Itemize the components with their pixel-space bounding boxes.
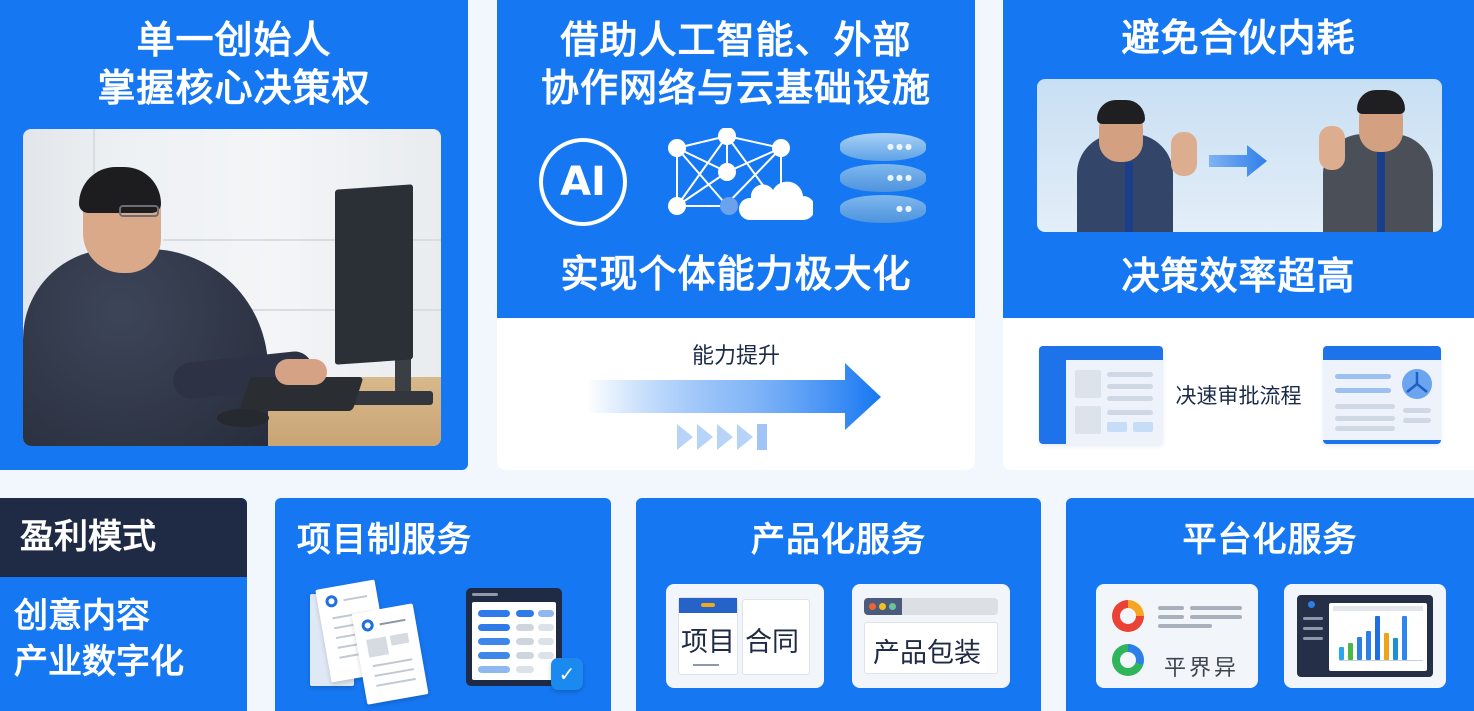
founder-title: 单一创始人 掌握核心决策权	[97, 18, 371, 110]
product-service-title: 产品化服务	[751, 520, 926, 560]
table-window-icon	[466, 588, 562, 686]
mini-bar	[1375, 616, 1380, 660]
arrow-right-icon	[1209, 145, 1267, 177]
profit-model-header: 盈利模式	[20, 517, 156, 557]
network-cloud-icon	[668, 128, 813, 220]
businessmen-photo	[1037, 79, 1442, 232]
mini-bar	[1339, 646, 1344, 660]
checkmark-icon: ✓	[551, 658, 583, 690]
ai-infra-panel: 借助人工智能、外部 协作网络与云基础设施 AI ●●● ●●● ●● 实现个体能…	[497, 0, 975, 470]
platform-service-panel: 平台化服务 平界异	[1066, 498, 1474, 711]
boost-label: 能力提升	[691, 344, 780, 369]
mini-bar	[1393, 638, 1398, 660]
progress-chevrons-icon	[677, 424, 767, 450]
platform-service-title: 平台化服务	[1182, 520, 1358, 560]
mouse-icon	[217, 409, 269, 427]
founder-photo	[23, 129, 441, 446]
donut-chart-icon	[1112, 600, 1144, 632]
mini-bar	[1402, 616, 1407, 660]
platform-dashboard-card	[1284, 584, 1446, 688]
pie-chart-icon	[1402, 369, 1432, 399]
project-contract-card: 项目 合同	[666, 584, 824, 688]
partners-panel: 避免合伙内耗 决策效率超高 决速审批流	[1003, 0, 1474, 470]
donut-chart-icon	[1112, 644, 1144, 676]
approval-window-left-icon	[1039, 346, 1163, 444]
product-packaging-card: 产品包装	[852, 584, 1010, 688]
browser-bar-icon	[864, 598, 998, 615]
founder-panel: 单一创始人 掌握核心决策权	[0, 0, 468, 470]
mini-bar	[1366, 630, 1371, 660]
database-server-icon: ●●● ●●● ●●	[840, 133, 926, 226]
profit-model-panel: 盈利模式 创意内容 产业数字化	[0, 498, 247, 711]
approval-flow-label: 决速审批流程	[1175, 384, 1302, 408]
product-service-panel: 产品化服务 项目 合同 产品包装	[636, 498, 1041, 711]
gradient-arrow-icon	[587, 363, 881, 430]
mini-bar	[1384, 632, 1389, 660]
platform-list-card: 平界异	[1096, 584, 1258, 688]
monitor-icon	[335, 184, 413, 365]
dashboard-bar-chart-icon	[1297, 595, 1433, 677]
ai-infra-title: 借助人工智能、外部 协作网络与云基础设施	[540, 18, 931, 110]
approval-window-right-icon	[1323, 346, 1441, 444]
mini-bar	[1348, 643, 1353, 660]
profit-model-body: 创意内容 产业数字化	[14, 596, 184, 682]
partners-subtitle: 决策效率超高	[1121, 254, 1356, 298]
project-service-panel: 项目制服务	[275, 498, 611, 711]
ai-circle-icon: AI	[539, 138, 627, 226]
project-service-title: 项目制服务	[297, 520, 472, 560]
ai-infra-subtitle: 实现个体能力极大化	[560, 252, 912, 296]
partners-title: 避免合伙内耗	[1121, 16, 1356, 60]
mini-bar	[1357, 637, 1362, 660]
